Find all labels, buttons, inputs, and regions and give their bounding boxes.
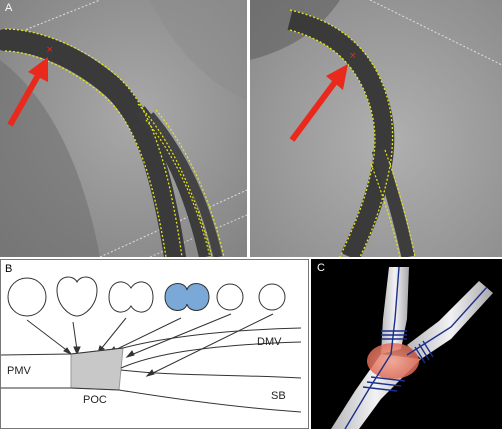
lesion-marker: ×	[46, 45, 54, 55]
schematic-diagram	[1, 276, 302, 413]
vessel-main	[0, 29, 186, 257]
vessel-segment-branch	[407, 281, 493, 359]
angiogram-panel-left: × A	[0, 0, 247, 257]
plaque-region	[367, 343, 419, 379]
angiogram-right-image: ×	[250, 0, 502, 257]
vessel-branch-right	[371, 147, 415, 257]
angiogram-left-image: ×	[0, 0, 247, 257]
vessel-3d-model	[331, 266, 493, 429]
label-sb: SB	[271, 390, 286, 402]
reconstruction-panel: C	[311, 259, 502, 429]
cross-section-circle-6	[258, 283, 286, 311]
poc-region	[70, 347, 124, 391]
cross-section-circle-1	[7, 277, 47, 317]
cross-section-shape-2	[56, 276, 98, 317]
angiogram-panel-right: ×	[250, 0, 502, 257]
panel-letter-b: B	[5, 263, 13, 275]
label-pmv: PMV	[7, 365, 31, 377]
cross-section-shape-3	[108, 281, 154, 313]
lesion-marker-right: ×	[349, 51, 357, 61]
schematic-panel: B PMV POC DMV SB	[0, 259, 309, 429]
label-dmv: DMV	[257, 336, 282, 348]
panel-letter-c: C	[317, 262, 325, 274]
red-arrow-icon	[7, 57, 48, 127]
vessel-main-right	[287, 10, 395, 257]
panel-letter-a: A	[5, 2, 13, 14]
red-arrow-icon	[289, 64, 348, 142]
vessel-branch-2	[146, 112, 223, 257]
vessel-branch-1	[135, 106, 211, 257]
cross-section-circle-5	[216, 283, 244, 311]
label-poc: POC	[83, 394, 107, 406]
cross-section-shape-highlight	[164, 283, 210, 311]
